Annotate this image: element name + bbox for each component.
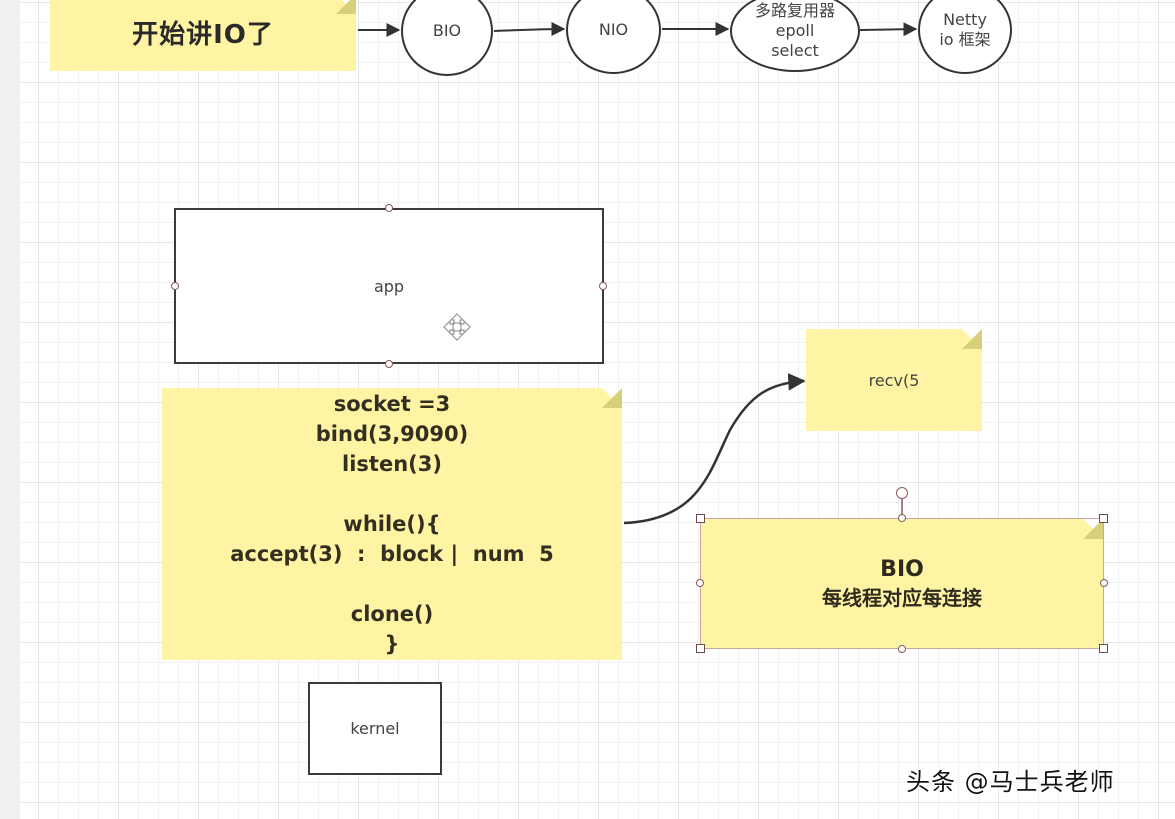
resize-handle-top-right[interactable] — [1099, 514, 1108, 523]
resize-handle-bottom[interactable] — [898, 645, 906, 653]
resize-handle-right[interactable] — [1100, 579, 1108, 587]
connection-point-bottom[interactable] — [385, 360, 393, 368]
kernel-box-label: kernel — [350, 719, 400, 738]
flow-node-multiplexer[interactable]: 多路复用器 epoll select — [730, 0, 860, 72]
move-cursor-icon — [443, 313, 471, 341]
note-fold-corner — [1083, 519, 1103, 539]
resize-handle-left[interactable] — [696, 579, 704, 587]
flow-node-label: epoll — [775, 21, 815, 40]
code-line — [230, 569, 554, 599]
kernel-box[interactable]: kernel — [308, 682, 442, 775]
code-line: bind(3,9090) — [315, 422, 469, 446]
code-line: clone() — [350, 602, 434, 626]
flow-node-label: io 框架 — [939, 30, 991, 49]
connection-point-top[interactable] — [385, 204, 393, 212]
connection-point-right[interactable] — [599, 282, 607, 290]
flow-node-label: BIO — [432, 21, 462, 40]
bio-note-selected[interactable]: BIO 每线程对应每连接 — [700, 518, 1104, 649]
flow-node-bio[interactable]: BIO — [401, 0, 493, 76]
resize-handle-top[interactable] — [898, 514, 906, 522]
recv-note[interactable]: recv(5 — [806, 329, 982, 431]
note-fold-corner — [962, 329, 982, 349]
watermark: 头条 @马士兵老师 — [906, 768, 1115, 796]
bio-note-subtitle: 每线程对应每连接 — [822, 585, 982, 610]
code-line — [230, 479, 554, 509]
resize-handle-bottom-right[interactable] — [1099, 644, 1108, 653]
resize-handle-top-left[interactable] — [696, 514, 705, 523]
code-line: } — [384, 632, 400, 656]
code-line: accept(3) : block | num 5 — [230, 542, 554, 566]
flow-node-label: 多路复用器 — [754, 1, 835, 20]
app-box[interactable]: app — [174, 208, 604, 364]
code-note[interactable]: socket =3 bind(3,9090) listen(3) while()… — [162, 388, 622, 660]
flow-node-label: NIO — [598, 20, 629, 39]
flow-node-label: select — [771, 41, 819, 60]
note-fold-corner — [602, 388, 622, 408]
app-box-label: app — [373, 276, 405, 296]
title-note[interactable]: 开始讲IO了 — [50, 0, 356, 71]
flow-node-netty[interactable]: Netty io 框架 — [918, 0, 1012, 74]
left-panel-edge — [0, 0, 20, 819]
note-fold-corner — [336, 0, 356, 14]
flow-node-label: Netty — [943, 10, 987, 29]
code-line: socket =3 — [333, 392, 451, 416]
title-note-text: 开始讲IO了 — [132, 20, 274, 50]
recv-note-text: recv(5 — [868, 370, 920, 390]
arrow-code-to-recv[interactable] — [623, 373, 806, 525]
arrow-bio-to-nio[interactable] — [493, 22, 566, 37]
code-line: listen(3) — [342, 452, 442, 476]
arrow-multiplexer-to-netty[interactable] — [859, 22, 918, 37]
bio-note-title: BIO — [880, 556, 924, 582]
code-line: while(){ — [343, 512, 441, 536]
resize-handle-bottom-left[interactable] — [696, 644, 705, 653]
connection-point-left[interactable] — [171, 282, 179, 290]
rotate-handle[interactable] — [896, 487, 908, 499]
flow-node-nio[interactable]: NIO — [566, 0, 661, 74]
